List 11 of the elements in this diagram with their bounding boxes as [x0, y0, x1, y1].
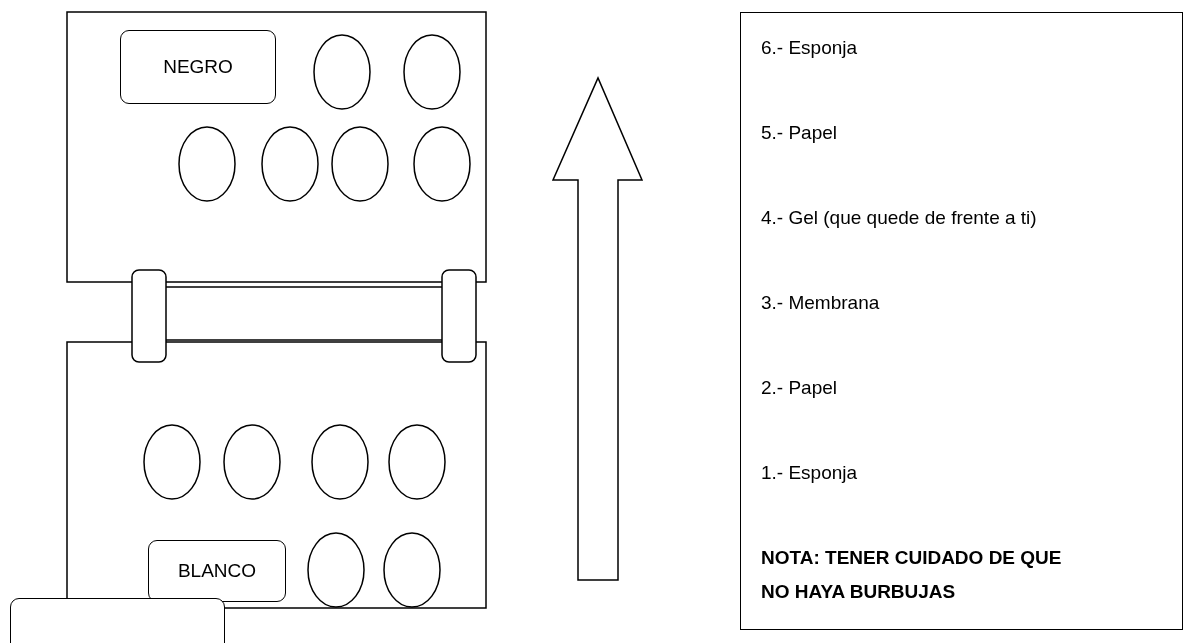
layer-item: 5.- Papel	[761, 121, 838, 145]
note-text: NOTA: TENER CUIDADO DE QUE NO HAYA BURBUJAS	[761, 546, 1063, 604]
layer-item: 3.- Membrana	[761, 291, 880, 315]
side-label: NEGRO	[120, 30, 276, 104]
layer-item: 2.- Papel	[761, 376, 838, 400]
layer-item: 6.- Esponja	[761, 36, 858, 60]
blank-label	[10, 598, 225, 643]
instructions-panel	[740, 12, 1183, 630]
layer-item: 4.- Gel (que quede de frente a ti)	[761, 206, 1037, 230]
layer-item: 1.- Esponja	[761, 461, 858, 485]
side-label: BLANCO	[148, 540, 286, 602]
